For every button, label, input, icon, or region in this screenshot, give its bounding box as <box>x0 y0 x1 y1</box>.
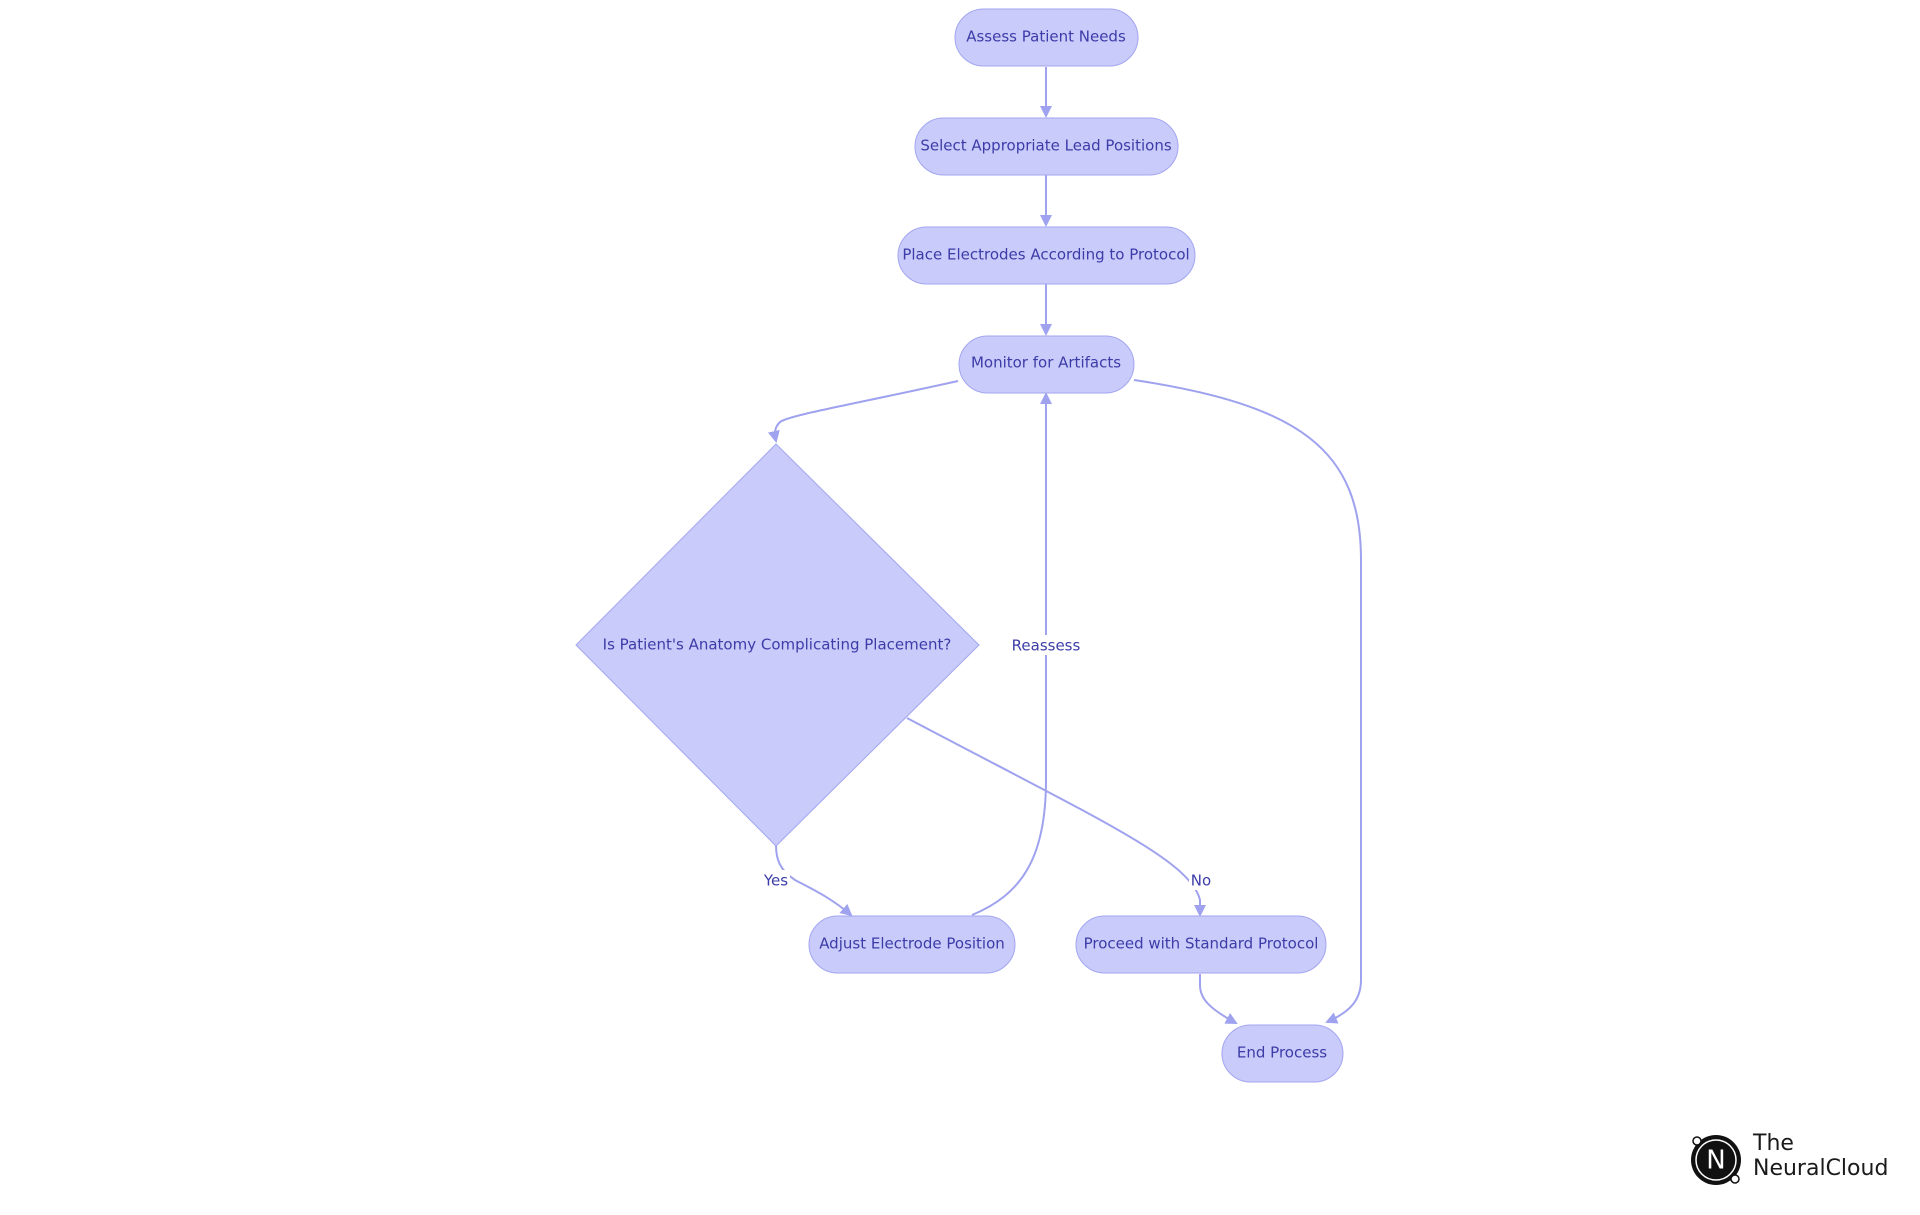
logo-line2: NeuralCloud <box>1753 1156 1888 1181</box>
edge-decision-yes-to-adjust <box>775 844 853 917</box>
node-end[interactable]: End Process <box>1221 1024 1344 1083</box>
logo-mark-letter: N <box>1706 1146 1725 1176</box>
edge-adjust-reassess-to-monitor <box>971 392 1052 916</box>
edge-monitor-to-end <box>1133 379 1362 1024</box>
logo-line1: The <box>1752 1131 1794 1156</box>
node-assess[interactable]: Assess Patient Needs <box>954 8 1139 67</box>
node-standard[interactable]: Proceed with Standard Protocol <box>1075 915 1327 974</box>
edge-label-no-text: No <box>1191 872 1211 890</box>
node-decision-label: Is Patient's Anatomy Complicating Placem… <box>603 636 952 654</box>
node-adjust-label: Adjust Electrode Position <box>819 935 1005 953</box>
edge-label-no: No <box>1189 870 1213 890</box>
node-end-label: End Process <box>1237 1044 1327 1062</box>
node-assess-label: Assess Patient Needs <box>966 28 1126 46</box>
edge-label-reassess: Reassess <box>1011 635 1081 655</box>
node-place-label: Place Electrodes According to Protocol <box>902 246 1189 264</box>
edge-label-yes: Yes <box>762 870 790 890</box>
node-select-label: Select Appropriate Lead Positions <box>920 137 1171 155</box>
neuralcloud-logo: N The NeuralCloud <box>1691 1131 1888 1185</box>
edge-decision-no-to-standard <box>906 717 1206 917</box>
node-monitor[interactable]: Monitor for Artifacts <box>958 335 1135 394</box>
node-place[interactable]: Place Electrodes According to Protocol <box>897 226 1196 285</box>
edge-label-yes-text: Yes <box>763 872 788 890</box>
edge-standard-to-end <box>1199 974 1238 1024</box>
node-standard-label: Proceed with Standard Protocol <box>1084 935 1319 953</box>
logo-mark-icon: N <box>1691 1135 1741 1185</box>
node-select[interactable]: Select Appropriate Lead Positions <box>914 117 1179 176</box>
node-monitor-label: Monitor for Artifacts <box>971 354 1121 372</box>
node-adjust[interactable]: Adjust Electrode Position <box>808 915 1016 974</box>
node-decision[interactable]: Is Patient's Anatomy Complicating Placem… <box>575 443 980 847</box>
edge-monitor-to-decision <box>767 380 959 443</box>
edge-label-reassess-text: Reassess <box>1012 637 1081 655</box>
